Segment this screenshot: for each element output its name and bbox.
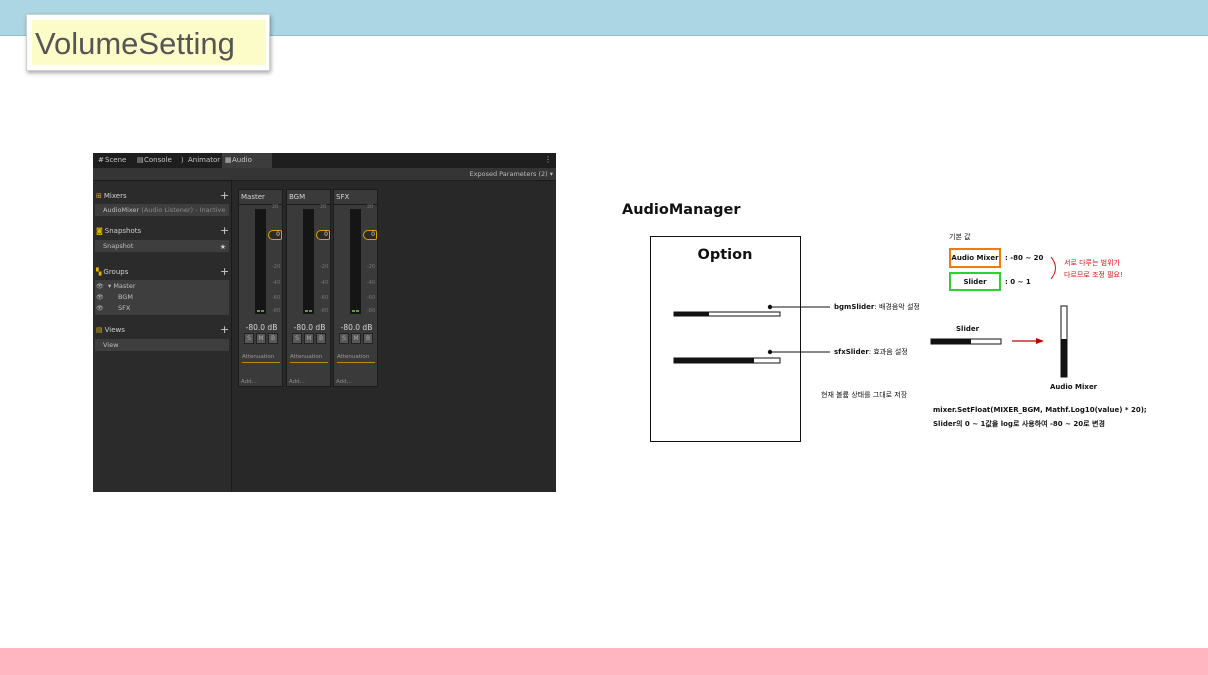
- mixer-icon: ⊞: [96, 192, 102, 200]
- group-item-sfx[interactable]: 👁SFX: [96, 304, 131, 312]
- snapshot-icon: ◙: [96, 227, 103, 235]
- defaults-label: 기본 값: [949, 233, 971, 241]
- attenuation-effect[interactable]: Attenuation: [290, 354, 323, 360]
- eye-icon[interactable]: 👁: [96, 305, 104, 312]
- channel-strip-sfx: SFX 20 -20 -40 -60 -80 0 -80.0 dB S M B …: [333, 189, 378, 387]
- eye-icon[interactable]: 👁: [96, 283, 104, 290]
- add-snapshot-button[interactable]: +: [220, 224, 230, 237]
- bypass-button[interactable]: B: [363, 333, 373, 344]
- vertical-slider-fill: [1061, 339, 1067, 377]
- scene-icon: #: [98, 156, 104, 164]
- solo-button[interactable]: S: [339, 333, 349, 344]
- snapshots-header: ◙Snapshots: [96, 227, 142, 235]
- views-header: ▤Views: [96, 326, 125, 334]
- save-note: 현재 볼륨 상태를 그대로 저장: [821, 391, 908, 399]
- tab-animator[interactable]: ⟩Animator: [178, 153, 223, 168]
- add-group-button[interactable]: +: [220, 265, 230, 278]
- bottom-color-band: [0, 648, 1208, 675]
- view-item[interactable]: View: [95, 339, 229, 351]
- editor-tab-bar: #Scene ▤Console ⟩Animator ▦Audio Mixer ⋮: [93, 153, 556, 179]
- demo-slider-fill: [931, 339, 971, 344]
- title-fill: VolumeSetting: [32, 20, 266, 65]
- level-meter: [303, 209, 314, 314]
- option-panel: Option: [650, 236, 801, 442]
- code-line: mixer.SetFloat(MIXER_BGM, Mathf.Log10(va…: [933, 406, 1147, 414]
- attenuation-effect[interactable]: Attenuation: [242, 354, 275, 360]
- db-readout: -80.0 dB: [293, 323, 326, 332]
- db-readout: -80.0 dB: [245, 323, 278, 332]
- groups-header: ▚Groups: [96, 268, 129, 276]
- tab-scene[interactable]: #Scene: [95, 153, 135, 168]
- view-icon: ▤: [96, 326, 103, 334]
- bypass-button[interactable]: B: [316, 333, 326, 344]
- sfx-slider-fill: [674, 358, 754, 363]
- solo-button[interactable]: S: [292, 333, 302, 344]
- exposed-parameters-dropdown[interactable]: Exposed Parameters (2) ▾: [469, 170, 553, 178]
- warning-line-1: 서로 다루는 범위가: [1064, 259, 1120, 267]
- mixers-header: ⊞Mixers: [96, 192, 127, 200]
- mute-button[interactable]: M: [351, 333, 361, 344]
- audio-mixer-label: Audio Mixer: [1050, 383, 1098, 391]
- add-view-button[interactable]: +: [220, 323, 230, 336]
- tab-console[interactable]: ▤Console: [134, 153, 178, 168]
- warning-bracket: [1050, 256, 1056, 280]
- add-effect-button[interactable]: Add...: [241, 379, 257, 385]
- eye-icon[interactable]: 👁: [96, 294, 104, 301]
- option-title: Option: [697, 247, 753, 263]
- code-description: Slider의 0 ~ 1값을 log로 사용하여 -80 ~ 20로 변경: [933, 420, 1105, 428]
- slide-title: VolumeSetting: [35, 26, 235, 61]
- volume-fader-handle[interactable]: 0: [268, 230, 282, 240]
- solo-button[interactable]: S: [244, 333, 254, 344]
- group-item-master[interactable]: 👁▾ Master: [96, 282, 136, 290]
- bgm-slider-label: bgmSlider: 배경음악 설정: [834, 303, 920, 311]
- mixer-item[interactable]: AudioMixer (Audio Listener) - Inactive: [95, 204, 229, 216]
- more-options-icon[interactable]: ⋮: [544, 155, 552, 164]
- groups-list: [95, 280, 229, 315]
- add-effect-button[interactable]: Add...: [289, 379, 305, 385]
- add-effect-button[interactable]: Add...: [336, 379, 352, 385]
- volume-fader-handle[interactable]: 0: [363, 230, 377, 240]
- bgm-slider-fill: [674, 312, 709, 316]
- channel-strip-master: Master 20 -20 -40 -60 -80 0 -80.0 dB S M…: [238, 189, 283, 387]
- audio-mixer-box: Audio Mixer: [949, 248, 1001, 268]
- db-readout: -80.0 dB: [340, 323, 373, 332]
- warning-line-2: 다르므로 조정 필요!: [1064, 271, 1123, 279]
- arrow-head-icon: [1036, 338, 1044, 344]
- title-card: VolumeSetting: [26, 14, 270, 71]
- add-mixer-button[interactable]: +: [220, 189, 230, 202]
- slider-box: Slider: [949, 272, 1001, 291]
- sfx-slider-label: sfxSlider: 효과음 설정: [834, 348, 908, 356]
- snapshot-item[interactable]: Snapshot★: [95, 240, 229, 252]
- audio-mixer-icon: ▦: [225, 156, 232, 164]
- console-icon: ▤: [137, 156, 144, 164]
- animator-icon: ⟩: [181, 156, 184, 164]
- mixer-toolbar: Exposed Parameters (2) ▾: [93, 168, 556, 181]
- group-icon: ▚: [96, 268, 102, 276]
- audiomanager-title: AudioManager: [622, 202, 741, 218]
- bypass-button[interactable]: B: [268, 333, 278, 344]
- level-meter: [350, 209, 361, 314]
- volume-fader-handle[interactable]: 0: [316, 230, 330, 240]
- audio-mixer-range: : -80 ~ 20: [1005, 254, 1044, 262]
- unity-audio-mixer-window: #Scene ▤Console ⟩Animator ▦Audio Mixer ⋮…: [93, 153, 556, 492]
- channel-strip-bgm: BGM 20 -20 -40 -60 -80 0 -80.0 dB S M B …: [286, 189, 331, 387]
- mixer-left-pane: ⊞Mixers + AudioMixer (Audio Listener) - …: [93, 181, 232, 492]
- group-item-bgm[interactable]: 👁BGM: [96, 293, 133, 301]
- attenuation-effect[interactable]: Attenuation: [337, 354, 370, 360]
- mute-button[interactable]: M: [304, 333, 314, 344]
- slider-range: : 0 ~ 1: [1005, 278, 1031, 286]
- demo-slider-label: Slider: [956, 325, 980, 333]
- level-meter: [255, 209, 266, 314]
- star-icon: ★: [219, 243, 226, 251]
- mute-button[interactable]: M: [256, 333, 266, 344]
